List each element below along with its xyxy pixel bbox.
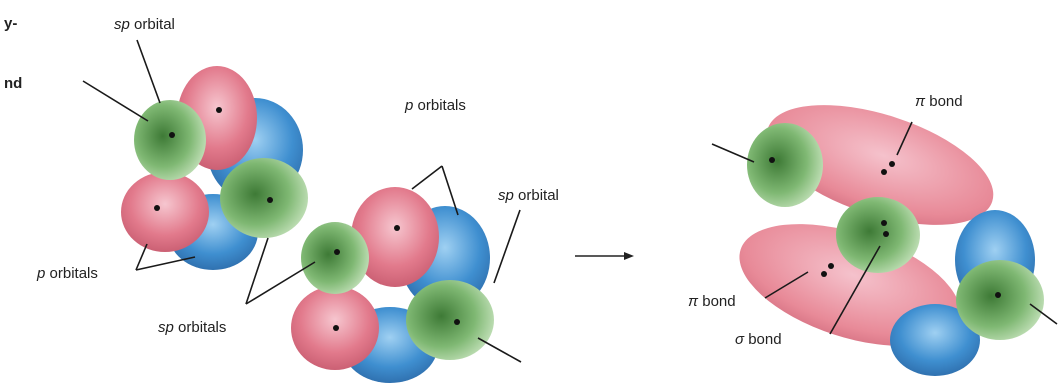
label-p-orbitals-top: p orbitals [404,97,466,114]
p-orbital-lobe-pink [121,172,209,252]
sp-orbital-lobe [301,222,369,294]
pi-electron-dot [881,169,887,175]
nucleus-dot [995,292,1001,298]
pi-electron-dot [821,271,827,277]
nucleus-dot [154,205,160,211]
nucleus-dot [394,225,400,231]
nucleus-dot [267,197,273,203]
carbon-atom-left [121,66,308,270]
sigma-bond-overlap [836,197,920,273]
fragment-text-top: y- [4,15,17,32]
label-pi-bond-left: π bond [688,293,736,310]
pi-electron-dot [889,161,895,167]
nucleus-dot [333,325,339,331]
sp-orbital-lobe [220,158,308,238]
label-p-orbitals-bottom: p orbitals [36,265,98,282]
carbon-atom-middle [291,187,494,383]
nucleus-dot [216,107,222,113]
nucleus-dot [334,249,340,255]
nucleus-dot [169,132,175,138]
pi-electron-dot [828,263,834,269]
label-pi-bond-top: π bond [915,93,963,110]
sigma-electron-dot [881,220,887,226]
label-sp-orbital-right: sp orbital [498,187,559,204]
reaction-arrow [575,252,634,260]
sp-orbital-lobe [406,280,494,360]
label-sp-orbital-top: sp orbital [114,16,175,33]
sp-orbital-lobe [956,260,1044,340]
nucleus-dot [769,157,775,163]
label-sigma-bond: σ bond [735,331,782,348]
sigma-electron-dot [883,231,889,237]
fragment-text-second: nd [4,75,22,92]
nucleus-dot [454,319,460,325]
label-sp-orbitals-bottom: sp orbitals [158,319,226,336]
sp-orbital-lobe [747,123,823,207]
sp-orbital-lobe [134,100,206,180]
